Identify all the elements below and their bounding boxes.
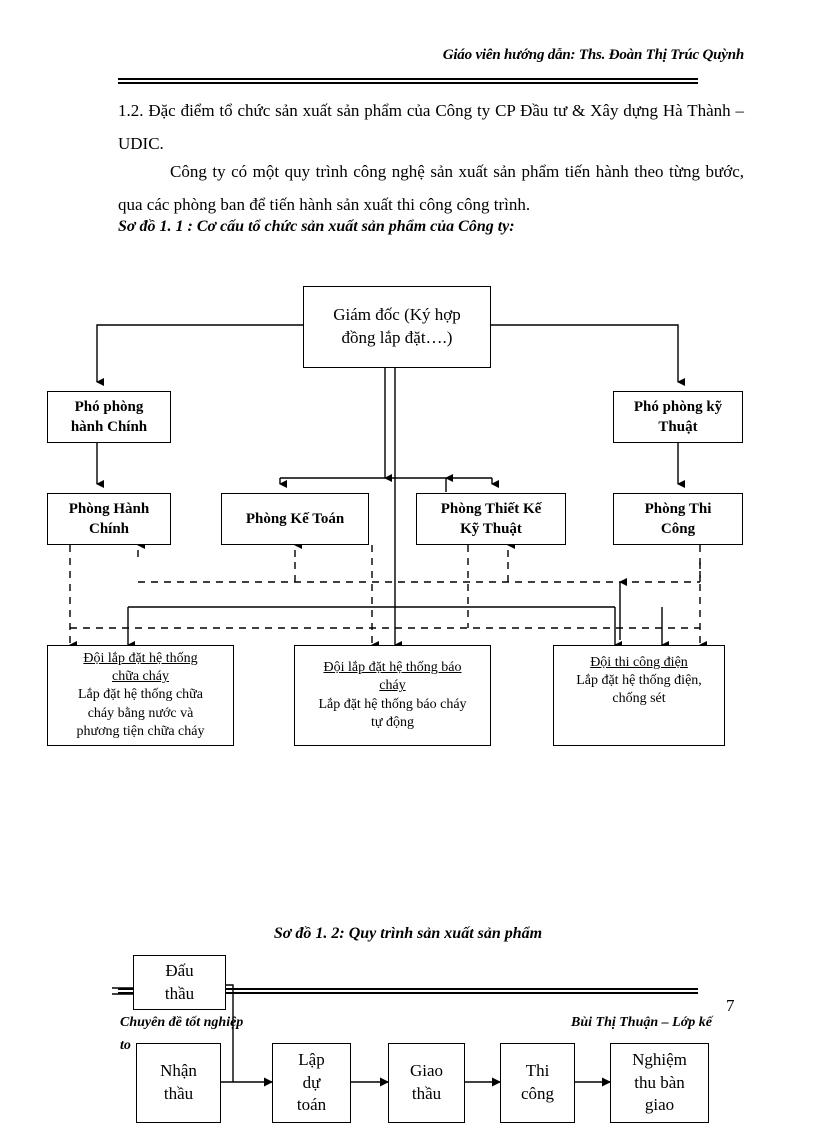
node-team-firefighting-desc-3: phương tiện chữa cháy (76, 723, 205, 739)
node-dept-admin-line2: Chính (88, 521, 130, 537)
node-step-award-line2: thầu (411, 1084, 442, 1103)
node-dept-admin: Phòng Hành Chính (47, 493, 171, 545)
node-step-receive-bid-line2: thầu (163, 1084, 194, 1103)
node-team-firealarm-desc-1: Lắp đặt hệ thống báo cháy (318, 696, 467, 712)
node-dept-design-line2: Kỹ Thuật (460, 521, 522, 537)
section-heading: 1.2. Đặc điểm tổ chức sản xuất sản phẩm … (118, 101, 744, 154)
figure-caption-1: Sơ đồ 1. 1 : Cơ cấu tổ chức sản xuất sản… (118, 218, 515, 235)
node-director-line2: đồng lắp đặt….) (341, 328, 453, 347)
node-deputy-admin-line1: Phó phòng (74, 398, 144, 415)
node-step-handover-line2: thu bàn (634, 1072, 685, 1092)
node-bid-line2: thầu (164, 983, 195, 1003)
node-team-firealarm-title-2: cháy (379, 678, 406, 694)
node-team-firealarm: Đội lắp đặt hệ thống báo cháy Lắp đặt hệ… (294, 645, 491, 746)
node-deputy-admin-line2: hành Chính (70, 419, 148, 435)
paragraph-text: Công ty có một quy trình công nghệ sản x… (118, 162, 744, 215)
node-step-award: Giao thầu (388, 1043, 465, 1123)
node-dept-admin-line1: Phòng Hành (68, 500, 150, 517)
node-step-award-line1: Giao (409, 1061, 444, 1081)
node-team-firefighting-title-1: Đội lắp đặt hệ thống (83, 651, 198, 667)
body-paragraph: Công ty có một quy trình công nghệ sản x… (118, 155, 744, 221)
figure-caption-2: Sơ đồ 1. 2: Quy trình sản xuất sản phẩm (273, 925, 543, 942)
node-dept-construction-line1: Phòng Thi (644, 500, 712, 517)
header-rule (118, 78, 698, 84)
node-step-receive-bid-line1: Nhận (160, 1061, 197, 1081)
node-bid: Đấu thầu (133, 955, 226, 1010)
node-team-electrical-desc-2: chống sét (612, 691, 666, 707)
node-team-firefighting-title-2: chữa cháy (112, 669, 169, 685)
document-header: Giáo viên hướng dẫn: Ths. Đoàn Thị Trúc … (442, 47, 744, 63)
node-team-electrical-desc-1: Lắp đặt hệ thống điện, (576, 673, 702, 689)
node-team-electrical: Đội thi công điện Lắp đặt hệ thống điện,… (553, 645, 725, 746)
footer-right: Bùi Thị Thuận – Lớp kế (571, 1015, 712, 1030)
node-dept-design-line1: Phòng Thiết Kế (440, 500, 542, 517)
node-step-estimate-line1: Lập (298, 1049, 325, 1069)
node-step-estimate: Lập dự toán (272, 1043, 351, 1123)
node-step-construct-line2: công (520, 1084, 555, 1103)
node-step-construct: Thi công (500, 1043, 575, 1123)
node-team-firefighting-desc-1: Lắp đặt hệ thống chữa (78, 687, 203, 703)
node-team-firefighting-desc-2: cháy bằng nước và (87, 705, 194, 721)
node-dept-construction: Phòng Thi Công (613, 493, 743, 545)
node-step-estimate-line2: dự (302, 1072, 321, 1092)
node-team-firealarm-desc-2: tự động (371, 714, 414, 730)
node-director-line1: Giám đốc (Ký hợp (333, 305, 461, 325)
node-dept-accounting-line1: Phòng Kế Toán (245, 510, 345, 527)
node-deputy-technical-line2: Thuật (658, 419, 698, 435)
node-director: Giám đốc (Ký hợp đồng lắp đặt….) (303, 286, 491, 368)
node-deputy-technical-line1: Phó phòng kỹ (633, 398, 723, 415)
node-team-firefighting: Đội lắp đặt hệ thống chữa cháy Lắp đặt h… (47, 645, 234, 746)
node-deputy-technical: Phó phòng kỹ Thuật (613, 391, 743, 443)
node-team-firealarm-title-1: Đội lắp đặt hệ thống báo (323, 660, 462, 676)
node-step-handover-line3: giao (644, 1095, 675, 1115)
node-bid-line1: Đấu (165, 960, 194, 980)
node-deputy-admin: Phó phòng hành Chính (47, 391, 171, 443)
node-team-electrical-title-1: Đội thi công điện (590, 655, 688, 670)
node-step-estimate-line3: toán (296, 1095, 327, 1115)
node-step-construct-line1: Thi (525, 1061, 550, 1081)
page-number: 7 (726, 996, 735, 1015)
node-dept-construction-line2: Công (660, 521, 696, 537)
node-step-handover-line1: Nghiệm (632, 1049, 687, 1069)
footer-rule (118, 988, 698, 994)
footer-left: Chuyên đề tốt nghiệp (120, 1015, 244, 1030)
node-step-receive-bid: Nhận thầu (136, 1043, 221, 1123)
node-dept-accounting: Phòng Kế Toán (221, 493, 369, 545)
node-dept-design: Phòng Thiết Kế Kỹ Thuật (416, 493, 566, 545)
node-step-handover: Nghiệm thu bàn giao (610, 1043, 709, 1123)
footer-left-continuation: to (120, 1038, 131, 1053)
